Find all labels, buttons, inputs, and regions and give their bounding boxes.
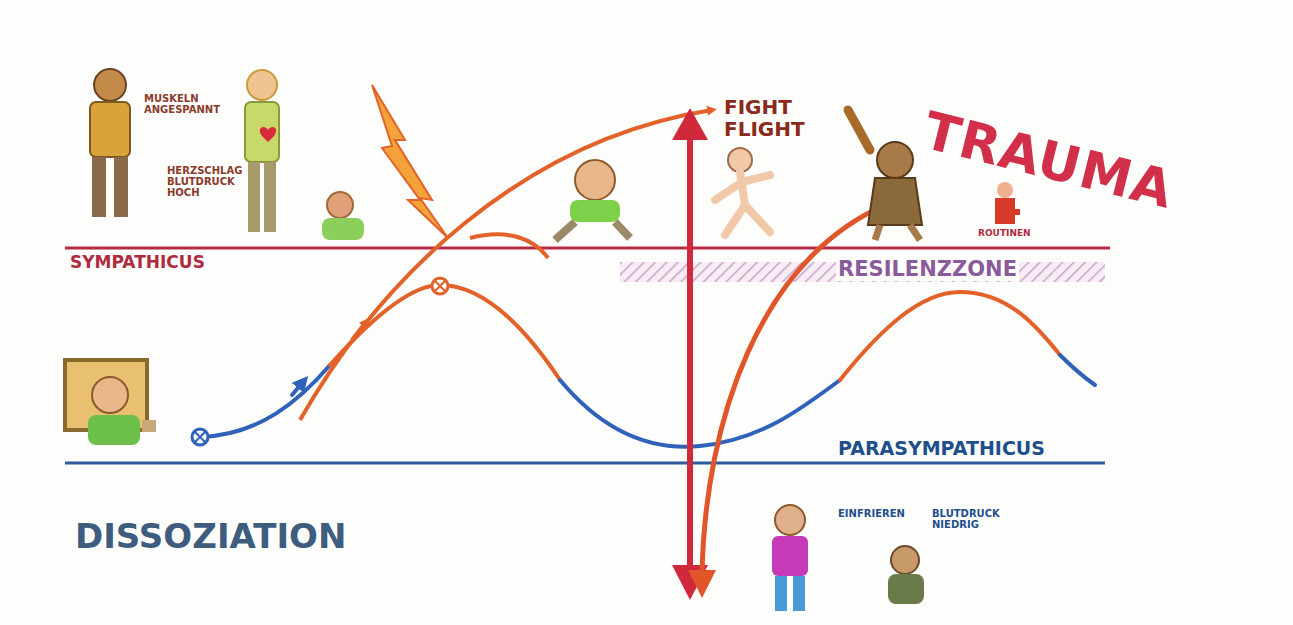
wave-red xyxy=(840,292,1060,380)
start-marker xyxy=(192,429,208,445)
symptom-label: HERZSCHLAG BLUTDRUCK HOCH xyxy=(165,165,244,198)
wave-blue xyxy=(1060,355,1095,385)
figure-collapse xyxy=(888,546,924,604)
wave-arrow xyxy=(292,382,303,395)
title-word: TRAUMA xyxy=(918,102,1179,219)
figure-routine xyxy=(995,182,1020,224)
zone-label: RESILENZZONE xyxy=(836,258,1019,281)
wave-blue xyxy=(560,380,840,447)
arrow-head xyxy=(672,108,708,140)
axis-label: SYMPATHICUS xyxy=(68,253,207,272)
escalation-arrow xyxy=(300,110,712,420)
arrow-head xyxy=(688,570,716,598)
symptom-label: EINFRIEREN xyxy=(836,508,907,519)
figure-fight xyxy=(848,110,922,240)
sympathicus-line xyxy=(65,247,1110,250)
figure-heartbeat xyxy=(245,70,279,232)
symptom-label: BLUTDRUCK NIEDRIG xyxy=(930,508,1009,530)
wave-red xyxy=(330,285,560,380)
parasympathicus-line xyxy=(65,462,1105,465)
figure-freeze xyxy=(772,505,808,611)
axis-label: PARASYMPATHICUS xyxy=(836,438,1047,459)
figure-flight xyxy=(715,148,770,235)
escalation-arrow xyxy=(352,322,366,340)
figure-alarmed xyxy=(555,160,630,240)
vertical-arrow xyxy=(687,135,693,570)
figure-calm xyxy=(65,360,156,445)
symptom-label: MUSKELN ANGESPANNT xyxy=(142,93,241,115)
orange-hook xyxy=(470,234,548,258)
peak-marker xyxy=(435,281,445,291)
response-label: FIGHT FLIGHT xyxy=(722,96,806,140)
start-marker xyxy=(195,432,205,442)
figure-tense xyxy=(90,69,130,217)
figure-child xyxy=(322,192,364,240)
note-label: ROUTINEN xyxy=(976,229,1033,239)
state-label: DISSOZIATION xyxy=(75,518,346,555)
lightning-bolt xyxy=(372,85,448,238)
peak-marker xyxy=(432,278,448,294)
